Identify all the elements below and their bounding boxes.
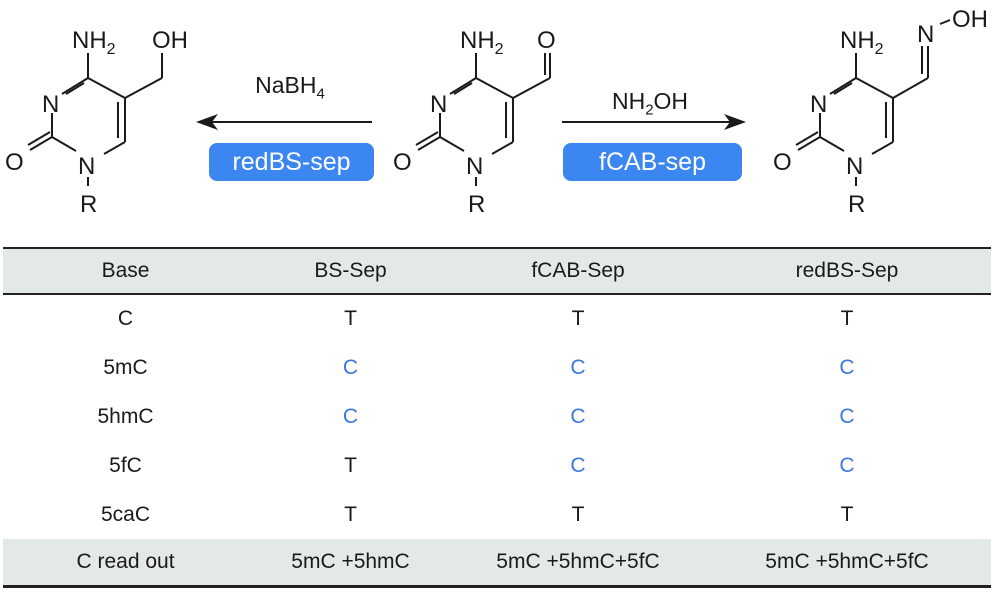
base-cell: C <box>117 307 134 330</box>
molecule-5fC <box>415 53 551 186</box>
readout-redbs-sep: 5mC +5hmC+5fC <box>765 549 929 573</box>
m2-o-aldehyde: O <box>537 27 556 54</box>
readout-cell: T <box>344 502 357 526</box>
m3-o: O <box>773 149 792 176</box>
base-cell: 5mC <box>103 355 148 379</box>
reagent-nh2oh: NH2OH <box>611 88 689 119</box>
table-row: 5fC T C C <box>3 441 991 490</box>
base-cell: 5fC <box>109 453 142 477</box>
m1-o: O <box>5 149 24 176</box>
reaction-scheme: NH2 OH N O N R NH2 O N O N R <box>5 6 988 218</box>
m1-n3: N <box>42 91 59 118</box>
m2-nh2: NH2 <box>460 27 504 58</box>
header-redbs-sep: redBS-Sep <box>795 259 899 282</box>
m2-n3: N <box>430 91 447 118</box>
header-bs-sep: BS-Sep <box>314 259 387 282</box>
reagent-nabh4: NaBH4 <box>255 72 325 103</box>
readout-cell: T <box>344 307 357 330</box>
readout-cell: C <box>839 355 855 379</box>
m3-r: R <box>848 191 865 218</box>
arrow-right-icon <box>562 114 746 130</box>
m3-oh: OH <box>952 6 988 33</box>
m1-oh: OH <box>152 27 188 54</box>
readout-fcab-sep: 5mC +5hmC+5fC <box>496 549 660 573</box>
m2-r: R <box>468 191 485 218</box>
m1-n1: N <box>78 153 95 180</box>
readout-cell: C <box>839 453 855 477</box>
readout-cell: T <box>840 307 854 330</box>
readout-cell: C <box>839 404 855 428</box>
m2-o: O <box>393 149 412 176</box>
m3-n1: N <box>846 153 863 180</box>
readout-cell: T <box>840 502 854 526</box>
header-fcab-sep: fCAB-Sep <box>531 259 625 282</box>
molecule-oxime <box>795 19 951 186</box>
method-badge-fcab-sep: fCAB-sep <box>563 143 742 181</box>
method-badge-redbs-sep: redBS-sep <box>209 143 374 181</box>
base-cell: 5caC <box>100 502 151 526</box>
readout-cell: C <box>570 355 586 379</box>
table-row: 5mC C C C <box>3 343 991 392</box>
m1-nh2: NH2 <box>72 27 116 58</box>
readout-cell: T <box>344 453 357 477</box>
readout-row: C read out 5mC +5hmC 5mC +5hmC+5fC 5mC +… <box>3 539 991 586</box>
readout-bs-sep: 5mC +5hmC <box>291 549 410 573</box>
base-cell: 5hmC <box>97 404 154 428</box>
readout-table: Base BS-Sep fCAB-Sep redBS-Sep C T T T 5mC C C… <box>3 247 991 588</box>
readout-label: C read out <box>76 549 175 573</box>
table-row: 5caC T T T <box>3 490 991 539</box>
readout-cell: C <box>342 355 359 379</box>
m3-nh2: NH2 <box>840 27 884 58</box>
table-header-row: Base BS-Sep fCAB-Sep redBS-Sep <box>3 248 991 294</box>
arrow-left-icon <box>196 114 372 130</box>
readout-cell: T <box>571 307 585 330</box>
m3-n-oxime: N <box>917 21 934 48</box>
m2-n1: N <box>466 153 483 180</box>
readout-cell: C <box>342 404 359 428</box>
m3-n3: N <box>810 91 827 118</box>
m1-r: R <box>80 191 97 218</box>
header-base: Base <box>101 259 150 282</box>
molecule-5hmC <box>27 53 163 186</box>
readout-cell: T <box>571 502 585 526</box>
readout-cell: C <box>570 453 586 477</box>
table-row: 5hmC C C C <box>3 392 991 441</box>
readout-cell: C <box>570 404 586 428</box>
